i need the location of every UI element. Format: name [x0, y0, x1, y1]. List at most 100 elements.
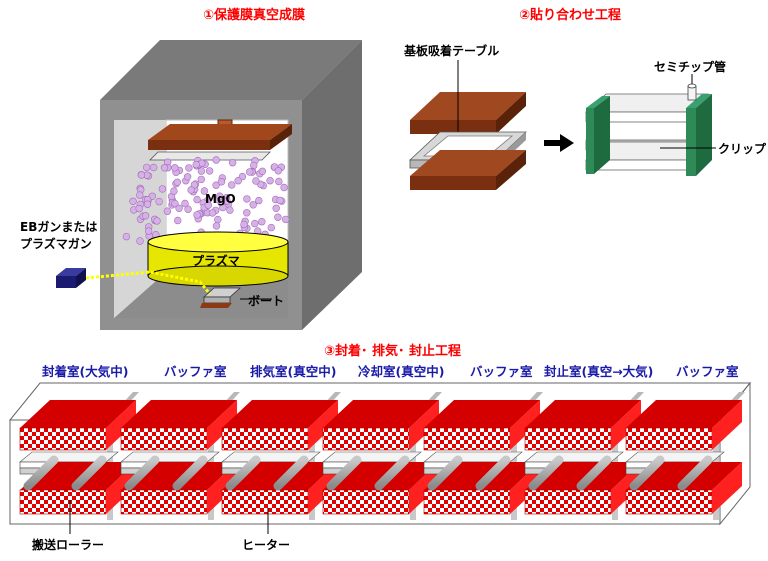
chamber-label-sealing: 封着室(大気中) — [42, 364, 129, 379]
mgo-particle — [137, 171, 146, 179]
mgo-particle — [173, 178, 182, 187]
furnace-chamber — [322, 392, 442, 520]
mgo-particle — [267, 223, 275, 232]
mgo-particle — [234, 177, 242, 185]
mgo-particle — [143, 163, 151, 172]
suction-table — [410, 92, 526, 134]
mgo-particle — [266, 177, 274, 185]
mgo-particle — [193, 211, 201, 219]
furnace-chamber — [423, 392, 543, 520]
mgo-particle — [272, 204, 280, 213]
mgo-particle — [183, 173, 192, 181]
mgo-particle — [240, 220, 248, 229]
mgo-particle — [187, 186, 195, 194]
boat — [200, 287, 242, 308]
plasma-crucible — [147, 231, 289, 287]
mgo-particle — [171, 164, 179, 172]
mgo-particle — [251, 219, 259, 228]
mgo-particle — [212, 222, 221, 230]
chamber-label-buffer-3: バッファ室 — [676, 364, 739, 379]
mgo-particle — [243, 195, 251, 203]
mgo-particle — [250, 161, 258, 170]
mgo-particle — [280, 183, 288, 192]
mgo-particle — [217, 178, 226, 186]
mgo-label: MgO — [205, 192, 236, 206]
suction-table-label: 基板吸着テーブル — [404, 44, 500, 58]
step1-title: ①保護膜真空成膜 — [203, 8, 306, 23]
furnace-chamber — [221, 392, 341, 520]
mgo-particles — [122, 156, 290, 252]
mgo-particle — [212, 181, 220, 189]
mgo-particle — [216, 192, 224, 200]
furnace-chamber — [19, 392, 139, 520]
mgo-particle — [197, 167, 206, 175]
mgo-particle — [226, 206, 234, 214]
mgo-particle — [197, 175, 206, 184]
mgo-particle — [276, 196, 284, 205]
mgo-particle — [249, 201, 257, 209]
mgo-particle — [274, 167, 282, 175]
mgo-particle — [190, 181, 199, 189]
mgo-particle — [193, 195, 201, 204]
mgo-particle — [171, 199, 179, 208]
substrate-frame — [408, 131, 528, 190]
mgo-particle — [163, 207, 172, 215]
clip-label: クリップ — [718, 142, 767, 156]
mgo-particle — [170, 187, 178, 195]
mgo-particle — [155, 197, 163, 206]
mgo-particle — [144, 227, 153, 235]
step3-title: ③封着･ 排気･ 封止工程 — [324, 344, 462, 359]
mgo-particle — [255, 196, 263, 205]
mgo-particle — [274, 213, 282, 221]
substrate-holder — [148, 119, 292, 161]
mgo-particle — [214, 215, 222, 224]
mgo-particle — [219, 203, 227, 212]
mgo-particle — [243, 209, 251, 217]
mgo-particle — [208, 209, 217, 217]
mgo-particle — [228, 181, 236, 189]
mgo-particle — [150, 163, 158, 172]
mgo-particle — [141, 212, 150, 220]
mgo-particle — [252, 177, 260, 185]
mgo-particle — [135, 204, 143, 213]
mgo-particle — [204, 201, 213, 209]
right-arrow-icon — [544, 134, 574, 152]
mgo-particle — [212, 156, 220, 164]
mgo-particle — [184, 205, 192, 213]
furnace-chambers — [19, 392, 745, 520]
mgo-particle — [143, 200, 152, 208]
eb-gun-label-line1: EBガンまたは — [20, 220, 98, 234]
mgo-particle — [181, 199, 189, 208]
roller-label: 搬送ローラー — [32, 538, 105, 552]
mgo-particle — [129, 197, 137, 206]
mgo-particle — [158, 185, 167, 193]
mgo-particle — [192, 160, 200, 169]
eb-gun-label-line2: プラズマガン — [20, 237, 92, 251]
boat-label: ボート — [248, 294, 285, 308]
chamber-label-buffer-1: バッファ室 — [164, 364, 227, 379]
furnace-chamber — [625, 392, 745, 520]
chamber-label-exhaust: 排気室(真空中) — [250, 364, 337, 379]
furnace-chamber — [524, 392, 644, 520]
mgo-particle — [258, 218, 266, 226]
mgo-particle — [122, 232, 131, 241]
chamber-label-buffer-2: バッファ室 — [470, 364, 533, 379]
mgo-particle — [205, 167, 214, 175]
mgo-particle — [258, 167, 267, 176]
mgo-particle — [174, 216, 182, 225]
mgo-particle — [282, 215, 290, 224]
heater-label: ヒーター — [242, 538, 291, 552]
semi-chip-tube-label: セミチップ管 — [654, 60, 727, 74]
mgo-particle — [223, 197, 231, 205]
eb-gun — [56, 268, 212, 295]
mgo-particle — [246, 168, 254, 176]
mgo-particle — [228, 159, 237, 167]
chamber-label-tipoff: 封止室(真空→大気) — [544, 364, 654, 379]
plasma-label: プラズマ — [192, 254, 240, 268]
step2-title: ②貼り合わせ工程 — [519, 8, 622, 23]
mgo-particle — [160, 164, 169, 172]
mgo-particle — [136, 191, 144, 199]
mgo-particle — [185, 164, 193, 172]
clipped-assembly — [584, 83, 712, 176]
